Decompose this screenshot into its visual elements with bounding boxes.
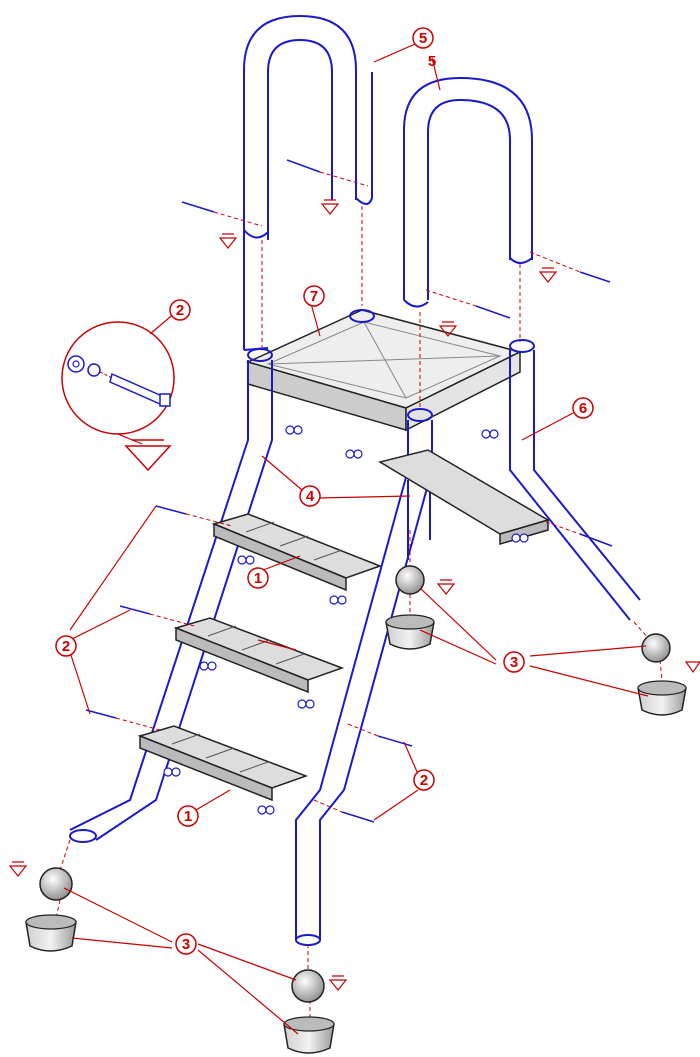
svg-text:1: 1: [254, 570, 262, 587]
step-1: [211, 513, 383, 592]
step-3: [137, 725, 309, 802]
svg-text:7: 7: [310, 288, 318, 305]
svg-text:6: 6: [579, 400, 587, 417]
svg-text:5: 5: [419, 30, 427, 47]
svg-text:3: 3: [182, 936, 190, 953]
side-frame-rear: [349, 309, 641, 621]
bolts: [85, 159, 613, 823]
foot-rear-left: [385, 565, 435, 650]
callout-1-upper: 1: [247, 567, 269, 589]
callout-3-right: 3: [503, 651, 525, 673]
bolt-detail-inset: [61, 321, 175, 445]
callout-5-right: 5: [428, 53, 436, 70]
ground-symbols: [8, 199, 700, 991]
callout-2-inset: 2: [169, 299, 191, 321]
callout-5-left: 5: [412, 27, 434, 49]
foot-front-right: [283, 969, 335, 1054]
dashed-guides: [55, 171, 663, 1020]
callout-6: 6: [572, 397, 594, 419]
callout-7: 7: [303, 285, 325, 307]
foot-rear-right: [637, 633, 687, 716]
svg-text:1: 1: [184, 808, 192, 825]
platform: [245, 309, 523, 432]
svg-text:4: 4: [306, 488, 315, 505]
callout-1-lower: 1: [177, 805, 199, 827]
callout-2-right: 2: [413, 769, 435, 791]
callout-3-left: 3: [175, 933, 197, 955]
nuts: [163, 425, 529, 815]
handrail-left: [243, 14, 373, 351]
svg-text:2: 2: [176, 302, 184, 319]
svg-text:2: 2: [420, 772, 428, 789]
foot-front-left: [25, 867, 77, 952]
svg-text:5: 5: [428, 53, 436, 70]
callout-2-left: 2: [55, 635, 77, 657]
step-top-rear: [378, 449, 550, 545]
leader-lines: [63, 43, 649, 1035]
handrail-right: [403, 76, 533, 308]
svg-text:3: 3: [510, 654, 518, 671]
callouts: 5 5 7 2 6 4 1 2: [55, 27, 594, 955]
callout-4: 4: [299, 485, 321, 507]
step-2: [173, 617, 345, 694]
svg-text:2: 2: [62, 638, 70, 655]
